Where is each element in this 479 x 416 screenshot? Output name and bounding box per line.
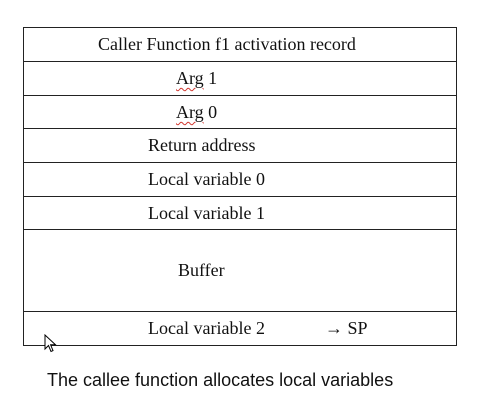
stack-row-label: Return address — [148, 135, 256, 155]
stack-row-local-variable-0: Local variable 0 — [23, 162, 457, 196]
stack-row-label: Local variable 0 — [148, 169, 265, 189]
diagram-caption: The callee function allocates local vari… — [47, 370, 394, 390]
spellcheck-word: Arg — [176, 102, 204, 122]
stack-row-label: Local variable 1 — [148, 203, 265, 223]
mouse-cursor-icon — [44, 334, 57, 353]
stack-row-arg-1: Arg 1 — [23, 61, 457, 95]
stack-pointer-label: → SP — [325, 318, 368, 338]
spellcheck-word: Arg — [176, 68, 204, 88]
stack-row-local-variable-1: Local variable 1 — [23, 196, 457, 229]
stack-row-arg-0: Arg 0 — [23, 95, 457, 128]
stack-row-return-address: Return address — [23, 128, 457, 162]
stack-row-label: Arg 0 — [176, 102, 218, 122]
stack-row-label: Local variable 2 — [148, 318, 265, 338]
stack-row-buffer: Buffer — [23, 229, 457, 311]
caller-frame-row: Caller Function f1 activation record — [23, 27, 457, 61]
stack-row-label: Buffer — [178, 260, 225, 280]
caller-frame-title: Caller Function f1 activation record — [98, 34, 356, 54]
activation-record-stack: Caller Function f1 activation record Arg… — [23, 27, 457, 346]
stack-row-local-variable-2: Local variable 2 → SP — [23, 311, 457, 346]
stack-row-label: Arg 1 — [176, 68, 218, 88]
